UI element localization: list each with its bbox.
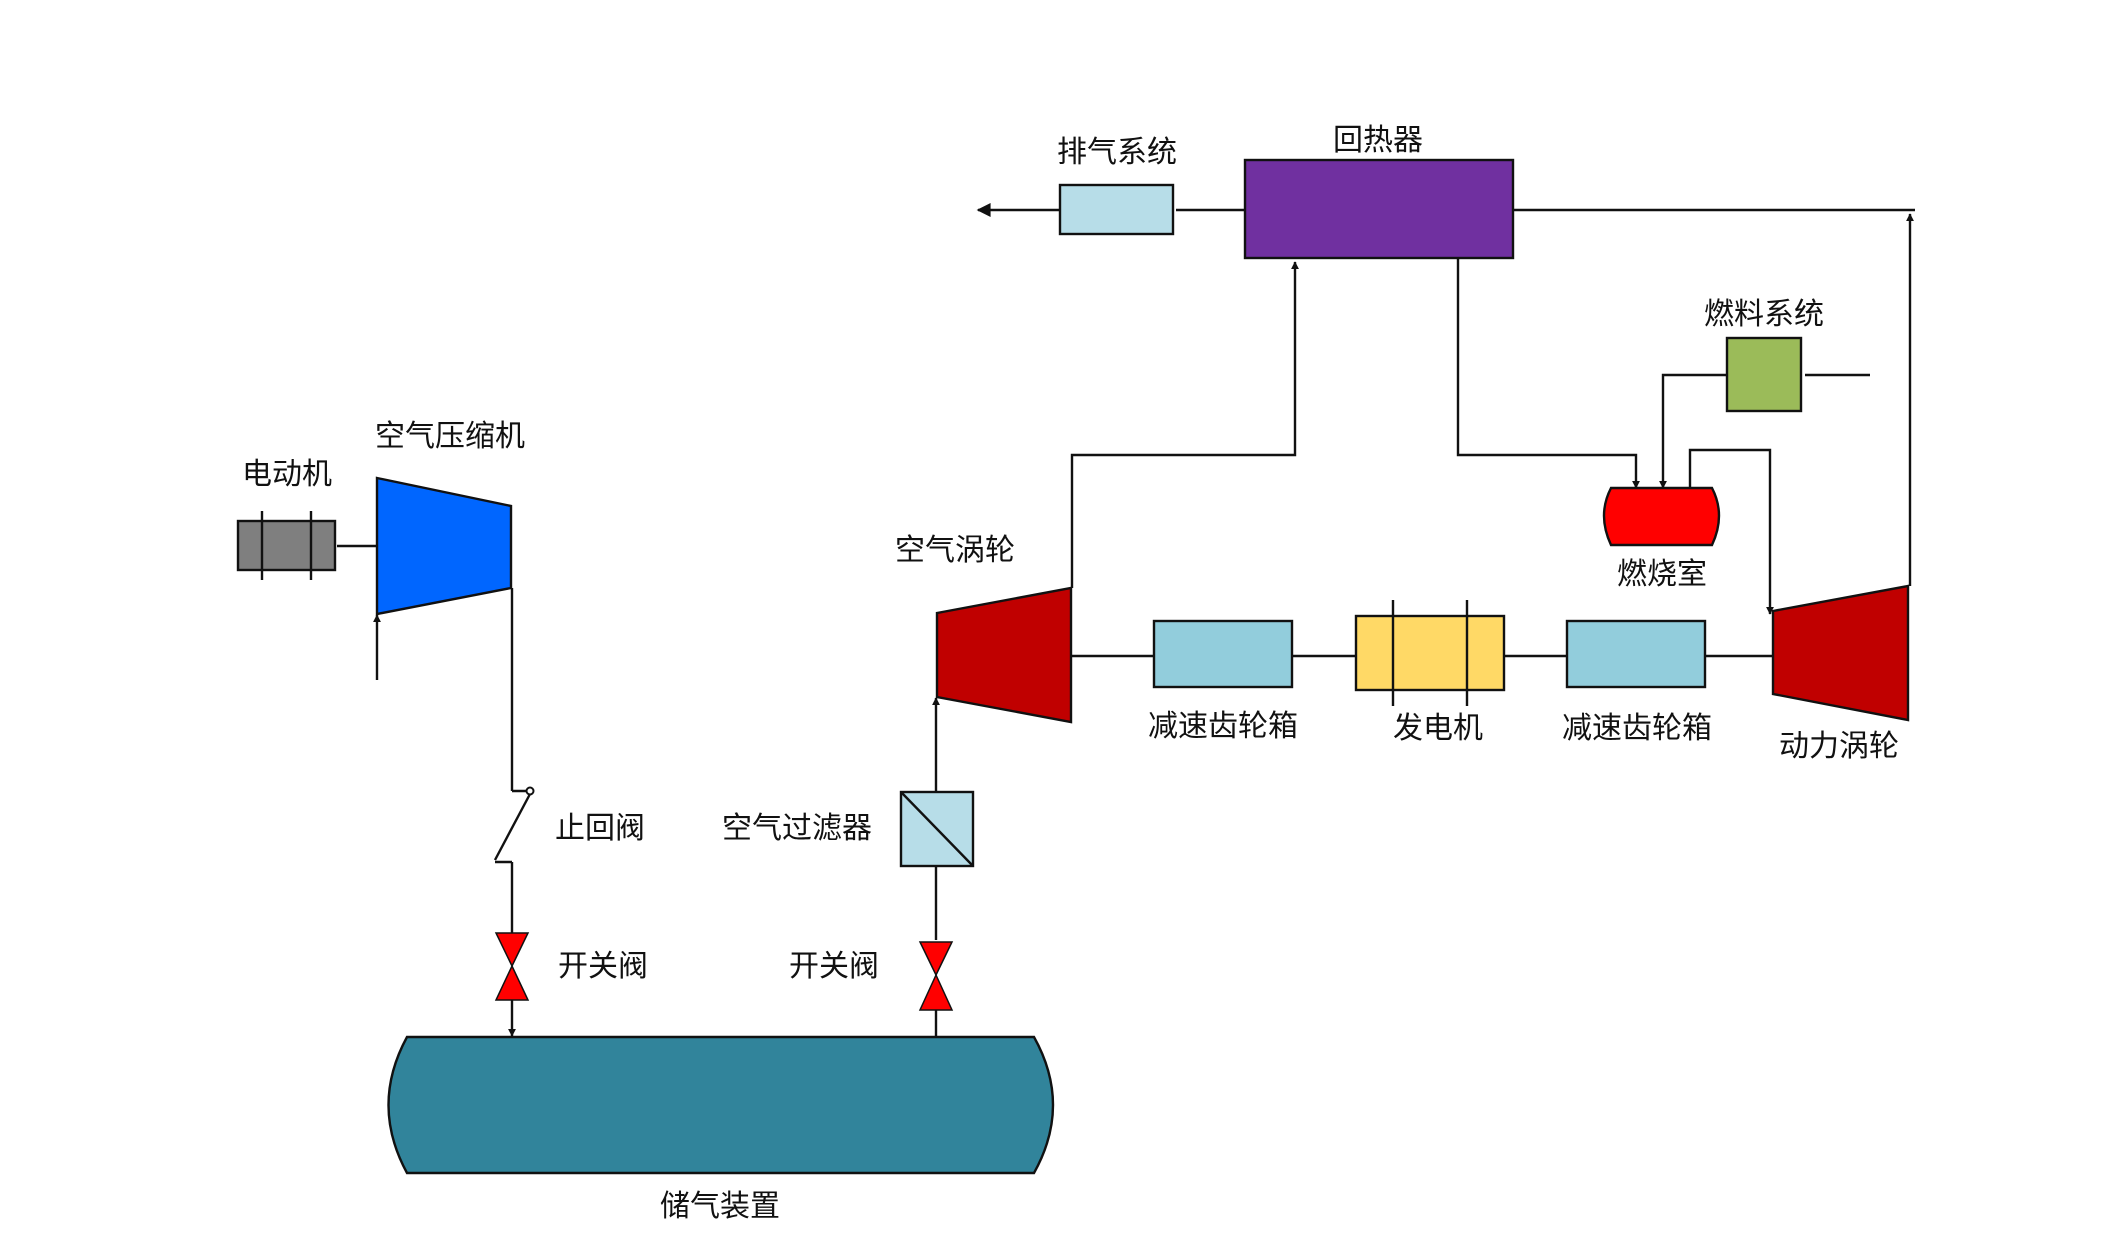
fuel-system-box	[1725, 336, 1803, 413]
gearbox-right-label: 减速齿轮箱	[1562, 711, 1712, 746]
recuperator-label: 回热器	[1333, 123, 1423, 158]
compressor-label: 空气压缩机	[375, 419, 525, 454]
gearbox-left-label: 减速齿轮箱	[1148, 709, 1298, 744]
generator	[1354, 600, 1506, 706]
air-turbine-label: 空气涡轮	[895, 533, 1015, 568]
generator-label: 发电机	[1393, 711, 1483, 746]
switch-valve-left-label: 开关阀	[558, 949, 648, 984]
exhaust-system-box	[1058, 183, 1175, 236]
air-turbine	[935, 586, 1073, 724]
combustor	[1602, 486, 1721, 547]
air-filter	[899, 790, 975, 868]
gearbox-right-box	[1565, 619, 1707, 689]
switch-valve-left	[494, 932, 530, 1001]
exhaust-system-label: 排气系统	[1057, 135, 1177, 170]
gearbox-left-box	[1152, 619, 1294, 689]
air-compressor	[375, 476, 513, 616]
air-filter-label: 空气过滤器	[722, 811, 872, 846]
fuel-system-label: 燃料系统	[1704, 297, 1824, 332]
switch-valve-right-label: 开关阀	[789, 949, 879, 984]
air-storage-label: 储气装置	[660, 1189, 780, 1224]
recuperator-box	[1243, 158, 1515, 260]
power-turbine	[1771, 584, 1910, 722]
pipes	[337, 203, 1915, 1037]
air-storage-tank	[387, 1035, 1055, 1175]
motor-label: 电动机	[242, 457, 332, 492]
check-valve-label: 止回阀	[555, 811, 645, 846]
motor	[236, 511, 337, 580]
switch-valve-right	[918, 941, 954, 1011]
check-valve	[493, 786, 535, 864]
combustor-label: 燃烧室	[1617, 557, 1707, 592]
power-turbine-label: 动力涡轮	[1779, 729, 1899, 764]
